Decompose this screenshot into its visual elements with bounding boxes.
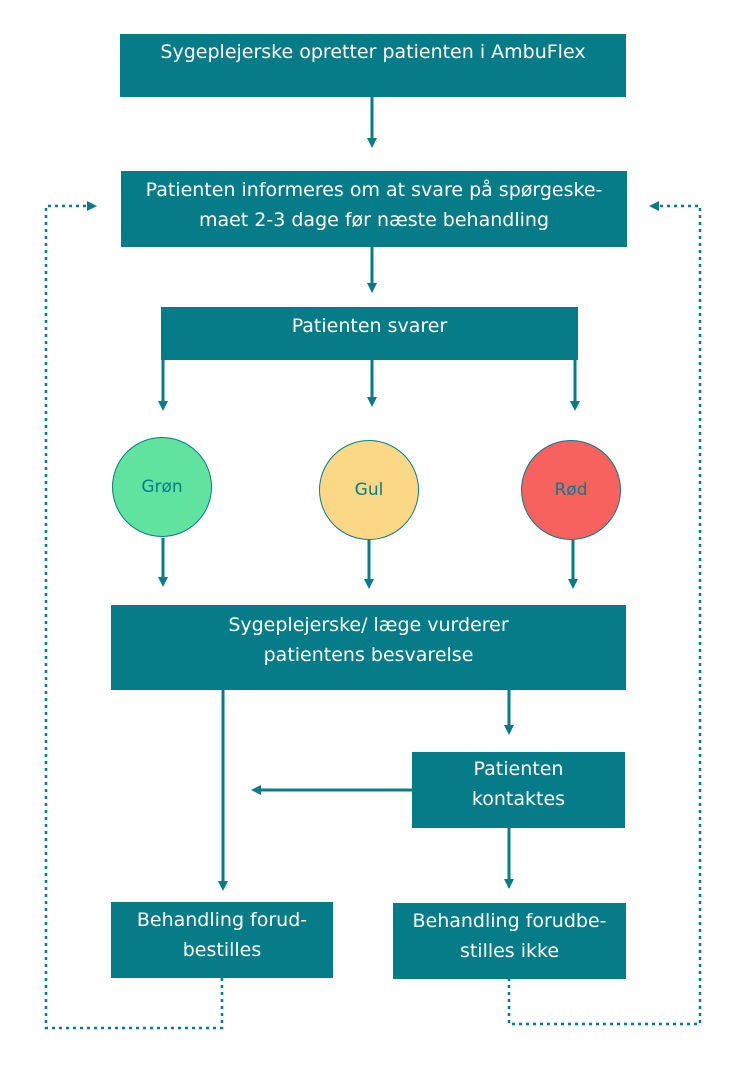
patient-answers-text: Patienten svarer	[291, 315, 448, 337]
loop-left-dotted	[44, 201, 224, 1030]
not-prebooked-box: Behandling forudbe- stilles ikke	[393, 903, 626, 979]
red-circle: Rød	[521, 440, 621, 540]
inform-text-line1: Patienten informeres om at svare på spør…	[145, 179, 603, 201]
red-label: Rød	[554, 480, 588, 500]
prebooked-text-line2: bestilles	[182, 939, 262, 961]
contact-text-line1: Patienten	[473, 758, 564, 780]
not-prebooked-text-line1: Behandling forudbe-	[412, 910, 607, 932]
create-patient-text: Sygeplejerske opretter patienten i AmbuF…	[160, 41, 586, 63]
patient-answers-box: Patienten svarer	[161, 307, 578, 360]
assess-text-line1: Sygeplejerske/ læge vurderer	[228, 614, 509, 636]
inform-box: Patienten informeres om at svare på spør…	[121, 171, 627, 247]
loop-right-dotted	[507, 201, 702, 1026]
not-prebooked-text-line2: stilles ikke	[459, 940, 560, 962]
yellow-label: Gul	[354, 480, 384, 500]
green-label: Grøn	[141, 477, 183, 497]
contact-text-line2: kontaktes	[471, 788, 566, 810]
inform-text-line2: maet 2-3 dage før næste behandling	[198, 209, 550, 231]
contact-box: Patienten kontaktes	[412, 752, 625, 828]
yellow-circle: Gul	[319, 440, 419, 540]
assess-box: Sygeplejerske/ læge vurderer patientens …	[111, 605, 626, 690]
assess-text-line2: patientens besvarelse	[263, 644, 474, 666]
create-patient-box: Sygeplejerske opretter patienten i AmbuF…	[120, 34, 626, 97]
green-circle: Grøn	[112, 437, 212, 537]
prebooked-box: Behandling forud- bestilles	[111, 902, 333, 978]
prebooked-text-line1: Behandling forud-	[136, 909, 308, 931]
